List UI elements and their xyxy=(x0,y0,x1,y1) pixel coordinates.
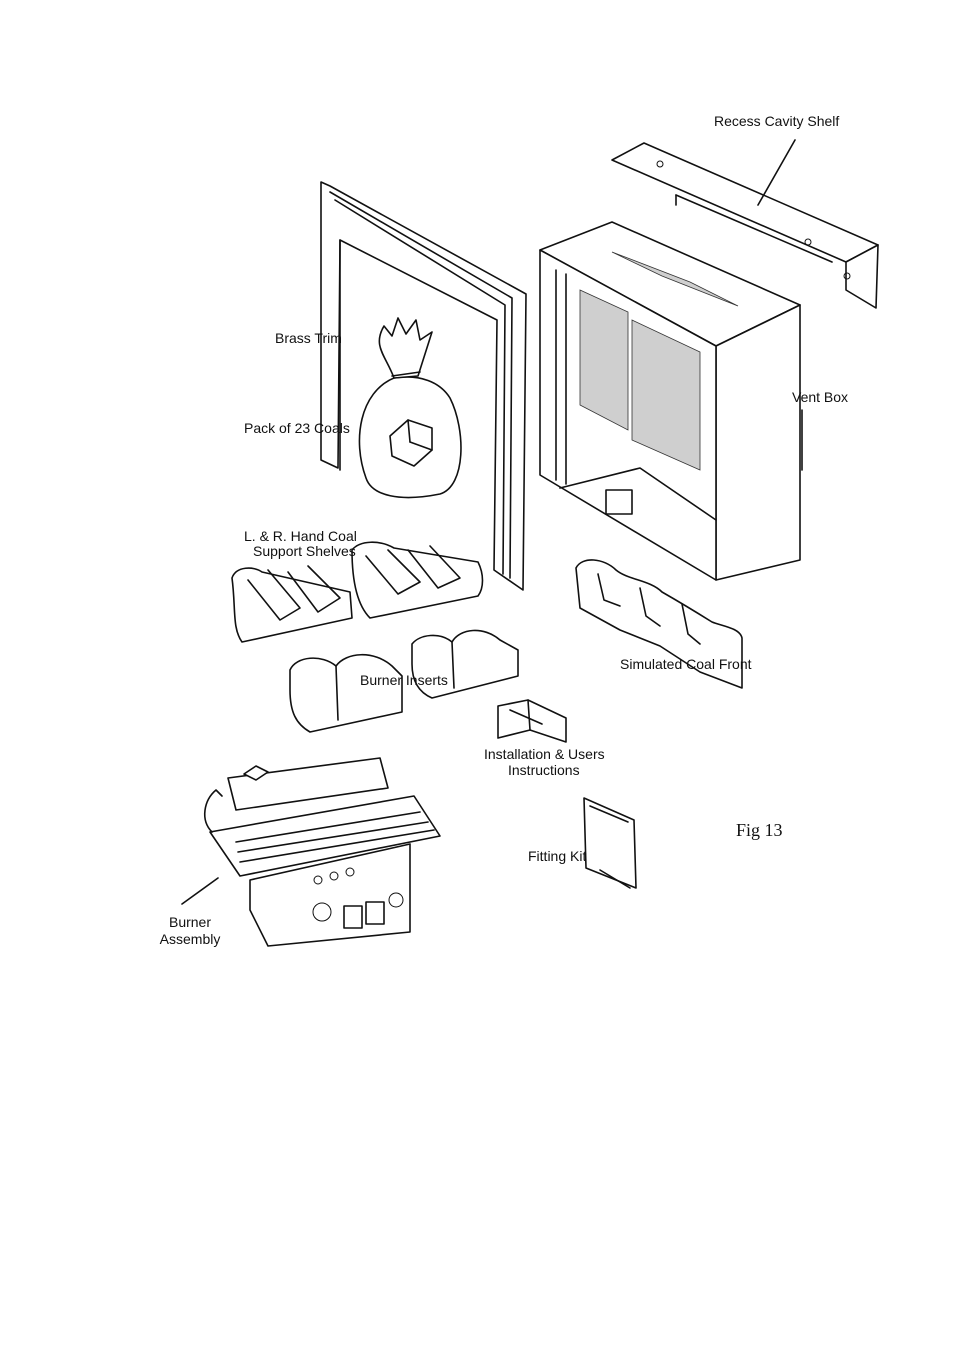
label-fitting-kit: Fitting Kit xyxy=(528,848,587,864)
pack-of-coals-drawing xyxy=(358,317,462,499)
simulated-coal-front-drawing xyxy=(575,559,743,689)
label-burner-assembly-line2: Assembly xyxy=(159,931,221,947)
vent-box-drawing xyxy=(539,221,803,581)
label-burner-inserts: Burner Inserts xyxy=(360,672,448,688)
figure-label: Fig 13 xyxy=(736,820,783,840)
label-burner-assembly-line1: Burner xyxy=(168,914,212,930)
burner-inserts-drawing xyxy=(289,629,519,733)
label-coal-support-shelves-line2: Support Shelves xyxy=(253,543,356,559)
label-pack-of-coals: Pack of 23 Coals xyxy=(244,420,350,436)
brass-trim-drawing xyxy=(320,181,527,591)
burner-assembly-drawing xyxy=(181,757,441,947)
label-simulated-coal-front: Simulated Coal Front xyxy=(620,656,752,672)
label-instructions-line1: Installation & Users xyxy=(484,746,605,762)
label-instructions-line2: Instructions xyxy=(508,762,580,778)
instructions-booklet-drawing xyxy=(497,699,567,743)
label-coal-support-shelves-line1: L. & R. Hand Coal xyxy=(244,528,357,544)
label-brass-trim: Brass Trim xyxy=(275,330,342,346)
label-recess-cavity-shelf: Recess Cavity Shelf xyxy=(714,113,840,129)
fitting-kit-drawing xyxy=(583,797,637,889)
coal-support-shelves-drawing xyxy=(231,541,484,643)
label-vent-box: Vent Box xyxy=(792,389,849,405)
recess-cavity-shelf-drawing xyxy=(611,139,879,309)
